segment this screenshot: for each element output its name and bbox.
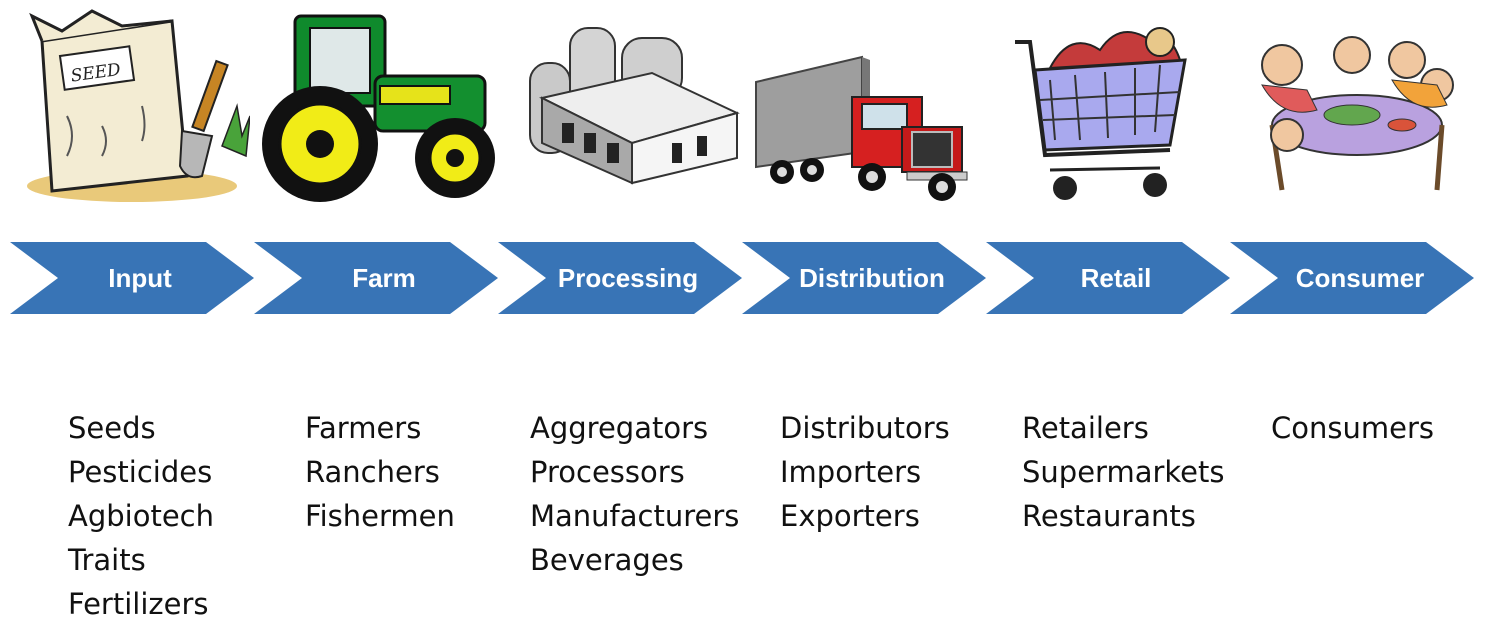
item-fishermen: Fishermen <box>305 499 455 533</box>
chevron-consumer <box>1230 242 1474 314</box>
item-traits: Traits <box>68 543 146 577</box>
chevron-retail <box>986 242 1230 314</box>
column-distribution: Distributors Importers Exporters <box>780 406 950 538</box>
item-distributors: Distributors <box>780 411 950 445</box>
item-exporters: Exporters <box>780 499 920 533</box>
chevron-label-processing: Processing <box>558 263 698 293</box>
chevron-farm <box>254 242 498 314</box>
item-processors: Processors <box>530 455 685 489</box>
column-farm: Farmers Ranchers Fishermen <box>305 406 455 538</box>
item-retailers: Retailers <box>1022 411 1149 445</box>
shopping-cart-icon <box>1015 27 1187 200</box>
chevron-input <box>10 242 254 314</box>
item-supermarkets: Supermarkets <box>1022 455 1225 489</box>
item-beverages: Beverages <box>530 543 684 577</box>
item-seeds: Seeds <box>68 411 156 445</box>
item-aggregators: Aggregators <box>530 411 709 445</box>
chevron-distribution <box>742 242 986 314</box>
family-dinner-table-icon <box>1261 36 1454 191</box>
column-retail: Retailers Supermarkets Restaurants <box>1022 406 1224 538</box>
chevron-label-farm: Farm <box>352 263 416 293</box>
item-ranchers: Ranchers <box>305 455 440 489</box>
column-input: Seeds Pesticides Agbiotech Traits Fertil… <box>68 406 214 626</box>
item-fertilizers: Fertilizers <box>68 587 209 621</box>
column-processing: Aggregators Processors Manufacturers Bev… <box>530 406 739 582</box>
green-tractor-icon <box>262 14 495 202</box>
chevron-label-retail: Retail <box>1081 263 1152 293</box>
chevron-label-consumer: Consumer <box>1296 263 1425 293</box>
item-restaurants: Restaurants <box>1022 499 1196 533</box>
seed-bag-with-trowel-icon: SEED <box>27 9 250 202</box>
chevron-label-input: Input <box>108 263 172 293</box>
processing-plant-icon <box>529 27 740 185</box>
item-manufacturers: Manufacturers <box>530 499 740 533</box>
item-pesticides: Pesticides <box>68 455 213 489</box>
item-importers: Importers <box>780 455 922 489</box>
chevron-label-distribution: Distribution <box>799 263 945 293</box>
item-consumers: Consumers <box>1271 411 1434 445</box>
column-consumer: Consumers <box>1271 406 1434 450</box>
semi-truck-icon <box>755 55 968 201</box>
item-agbiotech: Agbiotech <box>68 499 214 533</box>
item-farmers: Farmers <box>305 411 422 445</box>
chevron-processing <box>498 242 742 314</box>
